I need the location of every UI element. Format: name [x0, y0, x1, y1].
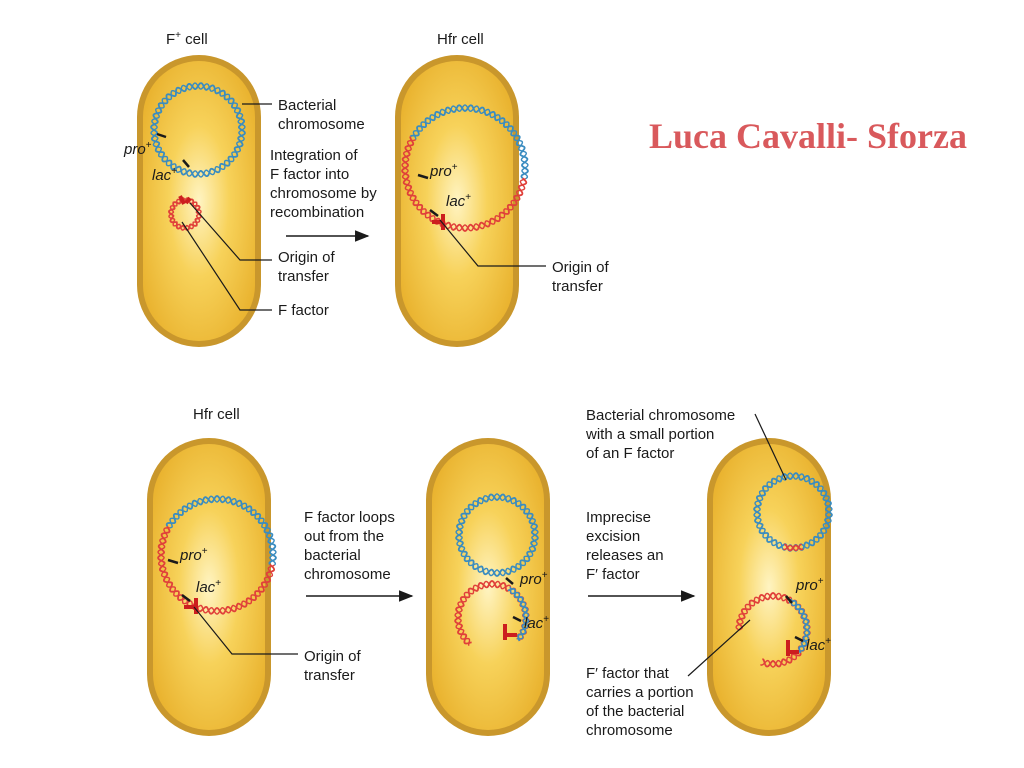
gene-label-pro: pro+ — [123, 140, 152, 158]
cell-label-f-plus: F+ cell — [166, 30, 208, 48]
leader-line-origin-hfr — [439, 219, 546, 267]
dna-strand — [455, 493, 539, 577]
dna-strand — [169, 495, 277, 566]
bacterial-chromosome-ring — [150, 82, 246, 178]
cell-label-hfr: Hfr cell — [193, 406, 240, 423]
gene-label-lac: lac+ — [152, 166, 177, 184]
leader-line-chromosome-portion — [754, 413, 787, 481]
dna-strand — [412, 104, 529, 180]
label-f-factor: F factor — [278, 302, 329, 319]
gene-label-lac: lac+ — [196, 578, 221, 596]
lac-marker-icon — [182, 159, 190, 168]
dna-strand — [509, 586, 530, 640]
origin-of-transfer-icon — [786, 640, 799, 656]
pro-marker-icon — [417, 173, 429, 180]
f-prime-factor-blue-arc — [788, 598, 811, 654]
chromosome-upper-ring — [455, 493, 539, 577]
looped-f-factor-blue-arc — [507, 586, 530, 642]
leader-line-f-prime — [687, 619, 751, 677]
lac-marker-icon — [512, 615, 522, 623]
pro-marker-icon — [505, 577, 514, 585]
cell-hfr-top — [395, 55, 519, 347]
origin-of-transfer-icon — [503, 624, 517, 640]
chromosome-with-f-portion-ring — [753, 472, 833, 552]
leader-line-f-factor — [181, 221, 272, 311]
gene-label-pro: pro+ — [519, 570, 548, 588]
lac-marker-icon — [794, 635, 804, 643]
gene-label-lac: lac+ — [446, 192, 471, 210]
lac-marker-icon — [429, 209, 439, 217]
cell-f-plus — [137, 55, 261, 347]
gene-label-pro: pro+ — [429, 162, 458, 180]
slide-title: Luca Cavalli- Sforza — [649, 116, 967, 156]
origin-of-transfer-icon — [178, 195, 192, 205]
pro-marker-icon — [785, 595, 793, 604]
dna-strand — [790, 598, 811, 652]
dna-strand — [782, 543, 802, 552]
leader-line-origin — [189, 202, 272, 261]
gene-label-lac: lac+ — [806, 636, 831, 654]
cell-f-prime — [707, 438, 831, 736]
lac-marker-icon — [181, 594, 191, 602]
leader-lines — [181, 103, 787, 677]
gene-label-pro: pro+ — [179, 546, 208, 564]
dna-strand — [753, 472, 833, 552]
cell-label-hfr: Hfr cell — [437, 31, 484, 48]
gene-label-lac: lac+ — [524, 614, 549, 632]
f-portion-red-arc — [782, 543, 804, 552]
pro-marker-icon — [167, 558, 179, 565]
pro-marker-icon — [156, 132, 167, 139]
gene-label-pro: pro+ — [795, 576, 824, 594]
hfr-chromosome-blue-arc-2 — [165, 495, 277, 566]
dna-strand — [150, 82, 246, 178]
hfr-chromosome-blue-arc — [409, 104, 529, 180]
leader-line-origin-hfr-2 — [193, 606, 298, 655]
